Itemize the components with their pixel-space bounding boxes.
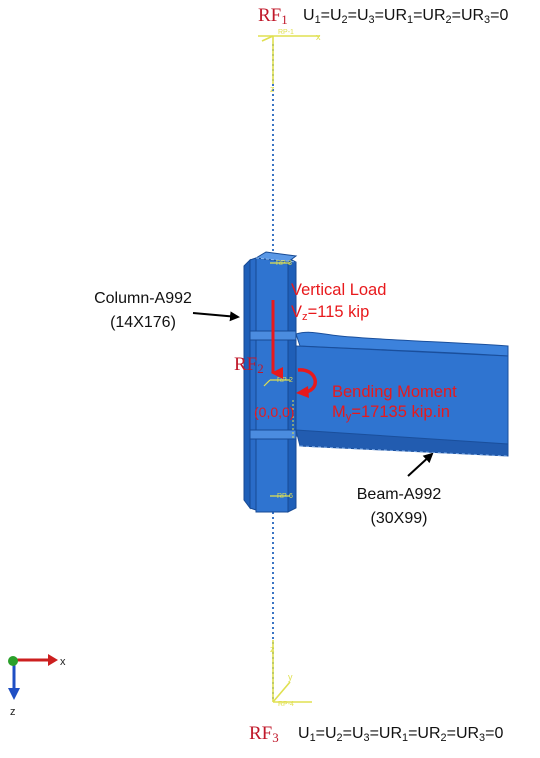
rp1-label: RP-1 [278, 29, 294, 36]
beam-section: (30X99) [370, 510, 428, 527]
column-member [243, 251, 298, 513]
svg-text:z: z [270, 644, 275, 654]
triad-z-label: z [10, 706, 16, 718]
beam-member [295, 331, 509, 457]
rp4-label: RP-4 [278, 701, 294, 708]
column-section: (14X176) [110, 314, 176, 331]
rp2-label: RP-2 [277, 377, 293, 384]
rf2-label: RF2 [234, 354, 264, 376]
origin-label: (0,0,0) [254, 404, 295, 420]
rp1-marker: RP-1 x z [258, 29, 321, 94]
rp-markers-column: RP-3 RP-2 RP-6 [263, 260, 294, 500]
rp6-label: RP-6 [277, 493, 293, 500]
vertical-load-title: Vertical Load [291, 281, 387, 299]
bending-moment-value: My=17135 kip.in [332, 403, 450, 423]
rf1-boundary-condition: U1=U2=U3=UR1=UR2=UR3=0 [303, 7, 509, 26]
svg-text:x: x [316, 32, 321, 42]
svg-text:z: z [270, 84, 275, 94]
rf3-label: RF3 [249, 723, 279, 745]
bending-moment-title: Bending Moment [332, 383, 457, 401]
rp4-marker: RP-4 y z [270, 640, 312, 708]
triad-x-label: x [60, 656, 66, 668]
rf3-boundary-condition: U1=U2=U3=UR1=UR2=UR3=0 [298, 725, 504, 744]
svg-text:y: y [288, 672, 293, 682]
column-callout-arrow [192, 311, 240, 322]
bending-moment-arrow [296, 368, 317, 398]
rp3-label: RP-3 [276, 260, 292, 267]
beam-callout-arrow [407, 452, 434, 477]
global-axis-triad: x z [8, 654, 66, 718]
column-name: Column-A992 [94, 290, 192, 307]
rf1-label: RF1 [258, 5, 288, 27]
beam-name: Beam-A992 [356, 486, 442, 503]
vertical-load-value: Vz=115 kip [291, 303, 370, 323]
